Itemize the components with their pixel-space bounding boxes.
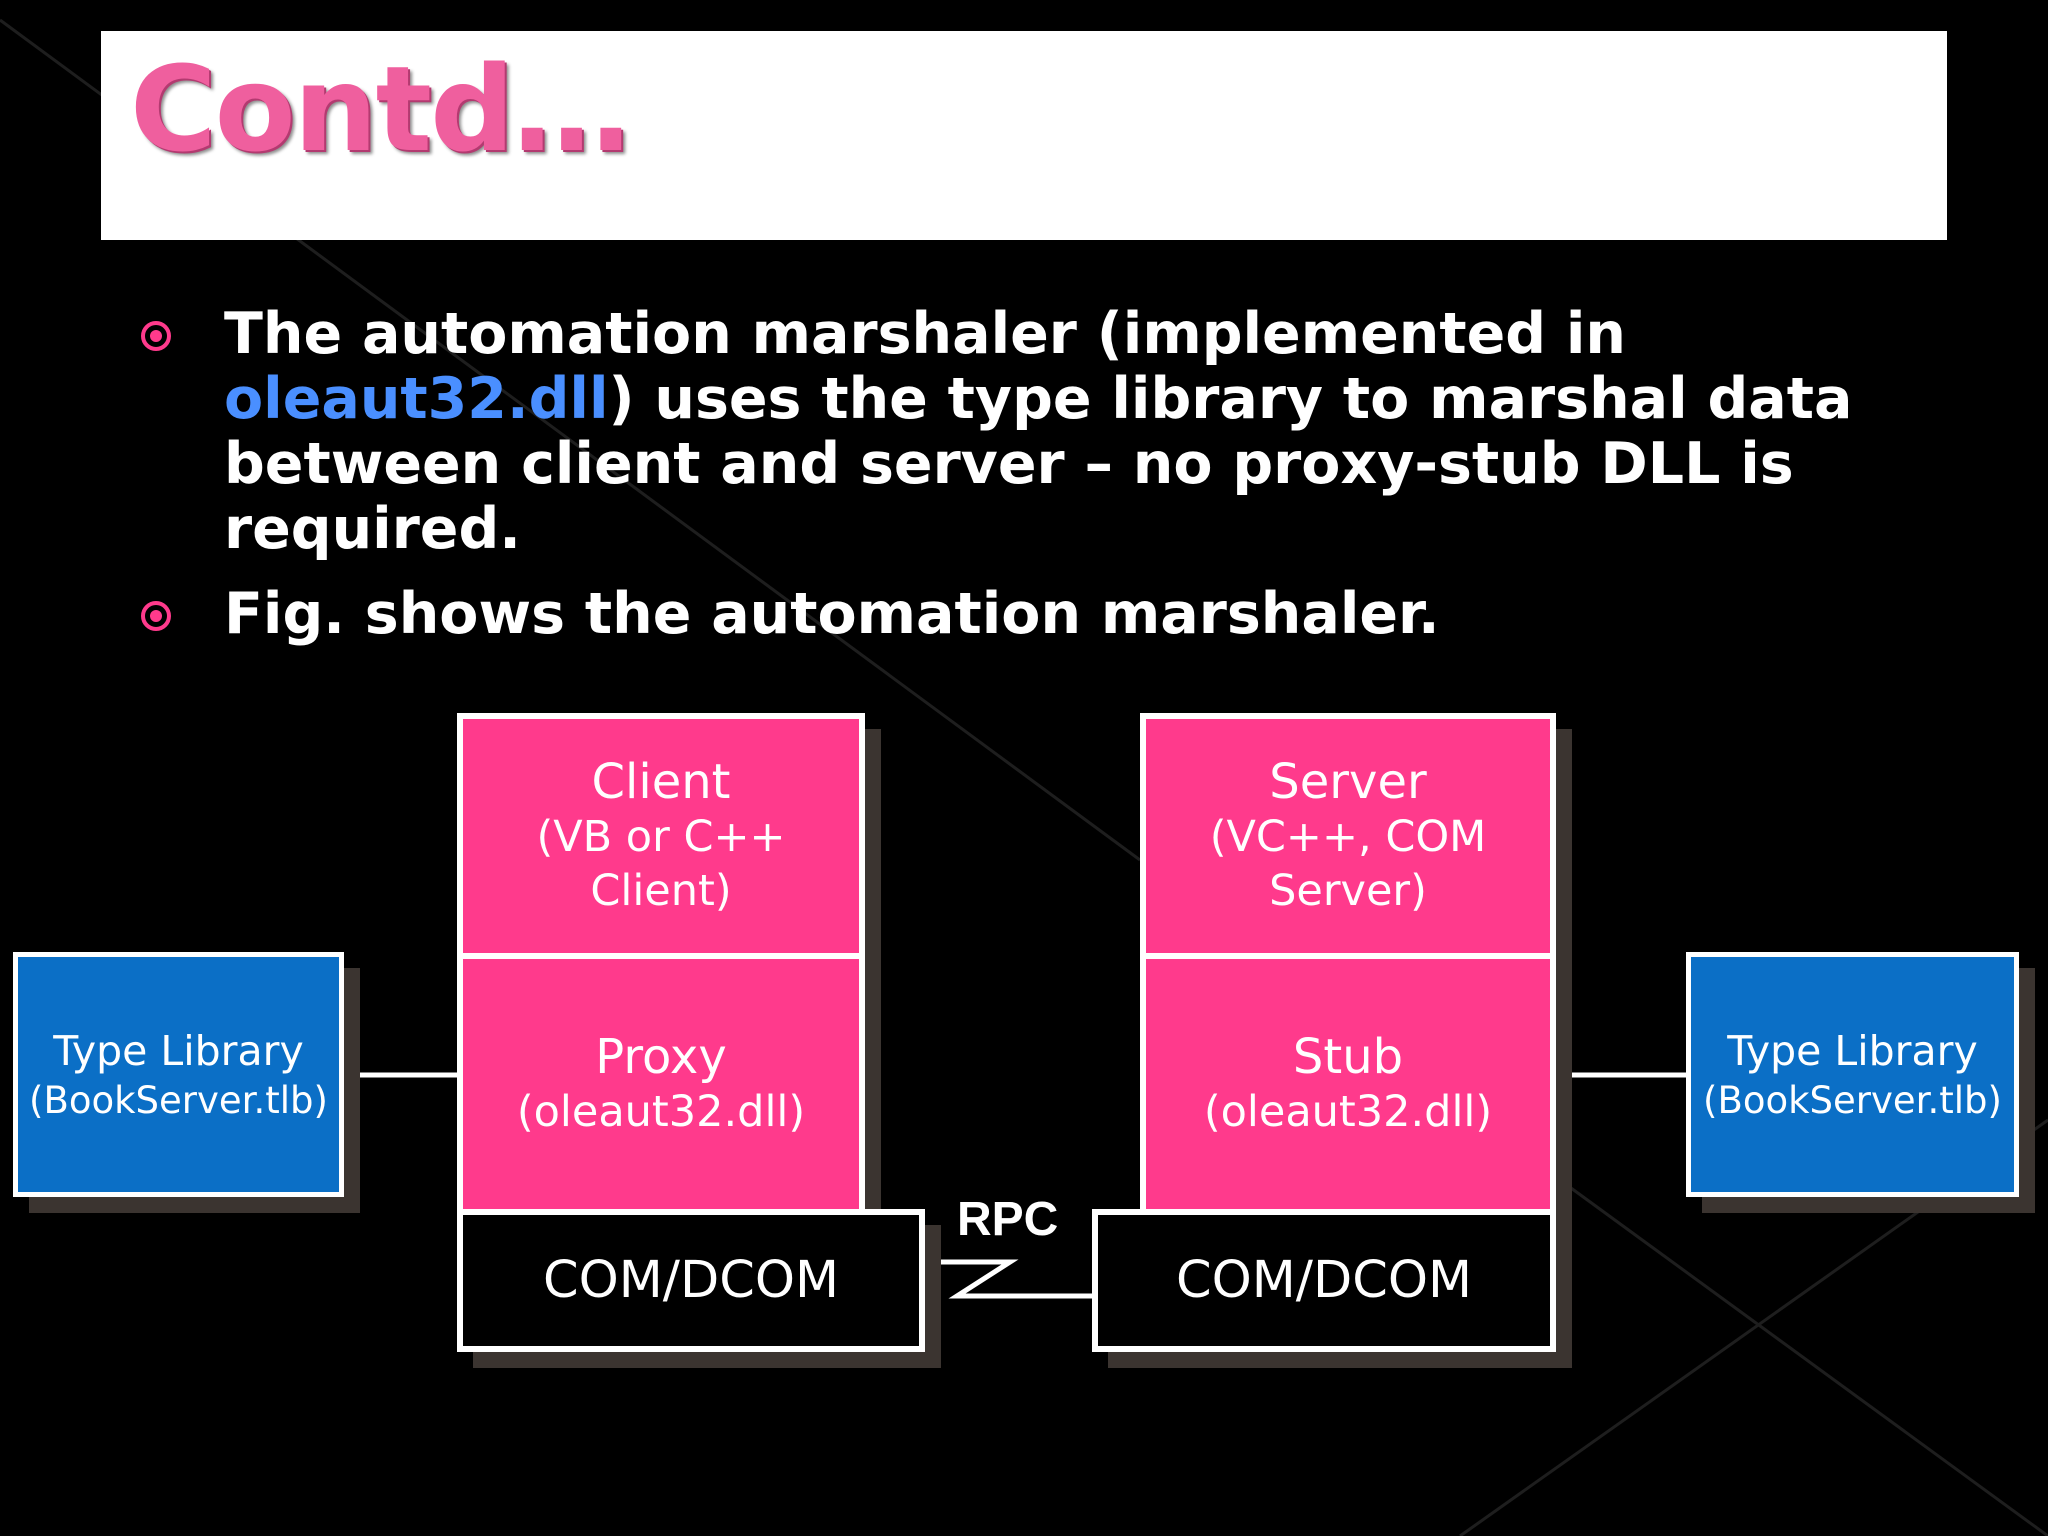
stub-title: Stub — [1292, 1029, 1404, 1085]
stub-box: Stub (oleaut32.dll) — [1140, 953, 1556, 1215]
bullet-ring-icon — [141, 321, 171, 351]
server-title: Server — [1269, 754, 1427, 810]
bullet-1-highlight: oleaut32.dll — [224, 366, 609, 432]
proxy-subtitle: (oleaut32.dll) — [516, 1087, 806, 1137]
right-type-library-file: (BookServer.tlb) — [1703, 1078, 2002, 1122]
right-type-library-title: Type Library — [1727, 1026, 1978, 1075]
bullet-2-text: Fig. shows the automation marshaler. — [224, 581, 1440, 647]
left-com-dcom-label: COM/DCOM — [543, 1250, 839, 1310]
client-subtitle-2: Client) — [590, 866, 732, 916]
bullet-1-text-end: ) uses the type library to marshal data … — [224, 366, 1853, 562]
client-box: Client (VB or C++ Client) — [457, 713, 865, 959]
rpc-label: RPC — [957, 1193, 1059, 1246]
slide-title: Contd… — [130, 40, 631, 178]
client-subtitle-1: (VB or C++ — [536, 812, 786, 862]
title-bar — [101, 31, 1947, 240]
left-com-dcom-box: COM/DCOM — [457, 1209, 925, 1352]
bullet-1-text-start: The automation marshaler (implemented in — [224, 301, 1627, 367]
server-subtitle-1: (VC++, COM — [1209, 812, 1487, 862]
right-com-dcom-box: COM/DCOM — [1092, 1209, 1556, 1352]
left-type-library-file: (BookServer.tlb) — [29, 1078, 328, 1122]
rpc-connector — [924, 1259, 1092, 1299]
server-box: Server (VC++, COM Server) — [1140, 713, 1556, 959]
bullet-list: The automation marshaler (implemented in… — [140, 302, 1940, 667]
stub-subtitle: (oleaut32.dll) — [1203, 1087, 1493, 1137]
left-type-library-box: Type Library (BookServer.tlb) — [13, 952, 344, 1197]
server-subtitle-2: Server) — [1269, 866, 1427, 916]
proxy-title: Proxy — [595, 1029, 727, 1085]
bullet-item-2: Fig. shows the automation marshaler. — [140, 582, 1940, 647]
bullet-item-1: The automation marshaler (implemented in… — [140, 302, 1940, 562]
left-type-library-title: Type Library — [53, 1026, 304, 1075]
bullet-ring-icon — [141, 601, 171, 631]
client-title: Client — [591, 754, 731, 810]
right-type-library-box: Type Library (BookServer.tlb) — [1686, 952, 2019, 1197]
right-com-dcom-label: COM/DCOM — [1176, 1250, 1472, 1310]
proxy-box: Proxy (oleaut32.dll) — [457, 953, 865, 1215]
